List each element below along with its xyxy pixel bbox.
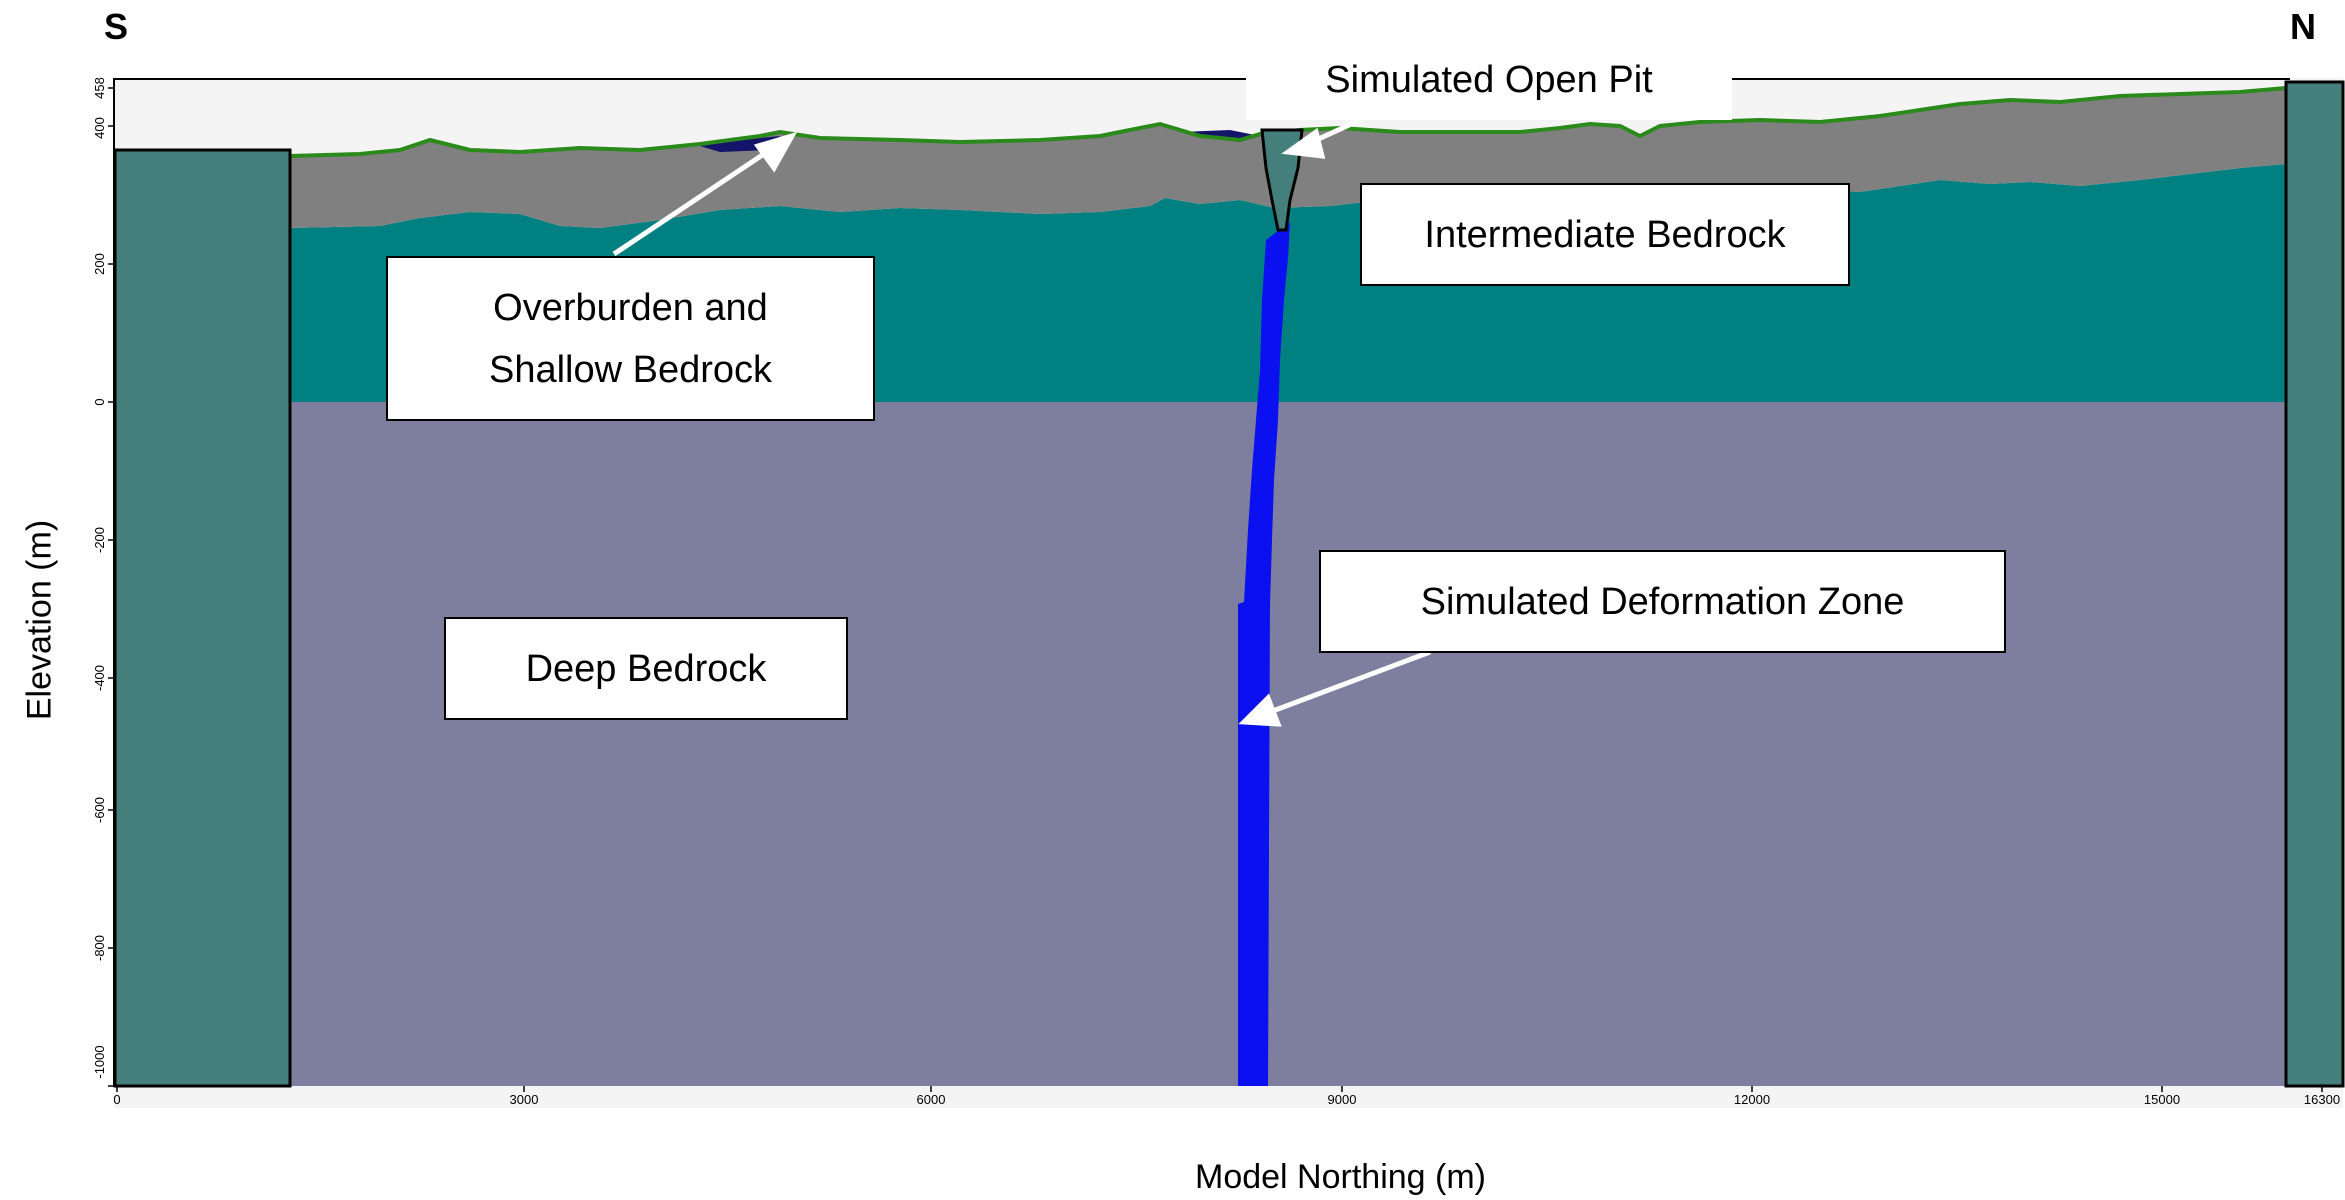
y-tick-label: -600: [92, 797, 107, 823]
deformation-arrow-head: [1238, 693, 1282, 727]
overburden-arrow-head: [753, 131, 798, 173]
y-tick-label: 400: [92, 117, 107, 139]
y-tick-label: 200: [92, 253, 107, 275]
y-tick-label: 0: [92, 398, 107, 405]
overburden-label-line2: Shallow Bedrock: [488, 348, 773, 391]
south-direction-label: S: [104, 6, 129, 47]
x-tick-label: 12000: [1734, 1092, 1770, 1107]
y-tick-label: -200: [92, 527, 107, 553]
deformation-zone-label: Simulated Deformation Zone: [1420, 580, 1905, 623]
overburden-label-line1: Overburden and: [493, 286, 768, 329]
overburden-arrow-line: [612, 147, 772, 257]
x-tick-label: 6000: [917, 1092, 946, 1107]
x-axis-title: Model Northing (m): [1195, 1158, 1486, 1196]
x-axis-ticks: [116, 1086, 2323, 1092]
y-tick-label: -400: [92, 665, 107, 691]
open-pit-arrow-head: [1281, 127, 1326, 159]
y-axis-ticks: [108, 87, 114, 1087]
y-tick-label: -800: [92, 935, 107, 961]
intermediate-bedrock-label: Intermediate Bedrock: [1424, 213, 1786, 256]
x-tick-label: 9000: [1328, 1092, 1357, 1107]
deep-bedrock-layer: [290, 402, 2286, 1086]
north-direction-label: N: [2290, 6, 2316, 47]
x-tick-label: 16300: [2304, 1092, 2340, 1107]
overburden-label-box: Overburden and Shallow Bedrock: [386, 256, 875, 421]
intermediate-bedrock-label-box: Intermediate Bedrock: [1360, 183, 1850, 286]
deformation-zone-label-box: Simulated Deformation Zone: [1319, 550, 2006, 653]
south-boundary-block: [113, 148, 292, 1088]
open-pit-label-box: Simulated Open Pit: [1246, 40, 1732, 120]
y-tick-label: 458: [92, 77, 107, 99]
deep-bedrock-label-box: Deep Bedrock: [444, 617, 848, 720]
y-axis-title: Elevation (m): [20, 519, 59, 721]
x-tick-label: 15000: [2144, 1092, 2180, 1107]
deep-bedrock-label: Deep Bedrock: [525, 647, 767, 690]
deformation-zone: [1238, 222, 1290, 1086]
open-pit-label: Simulated Open Pit: [1325, 59, 1653, 101]
north-boundary-block: [2284, 80, 2345, 1088]
x-tick-label: 3000: [510, 1092, 539, 1107]
x-tick-label: 0: [113, 1092, 120, 1107]
deformation-arrow-line: [1269, 649, 1431, 715]
y-tick-label: -1000: [92, 1045, 107, 1078]
